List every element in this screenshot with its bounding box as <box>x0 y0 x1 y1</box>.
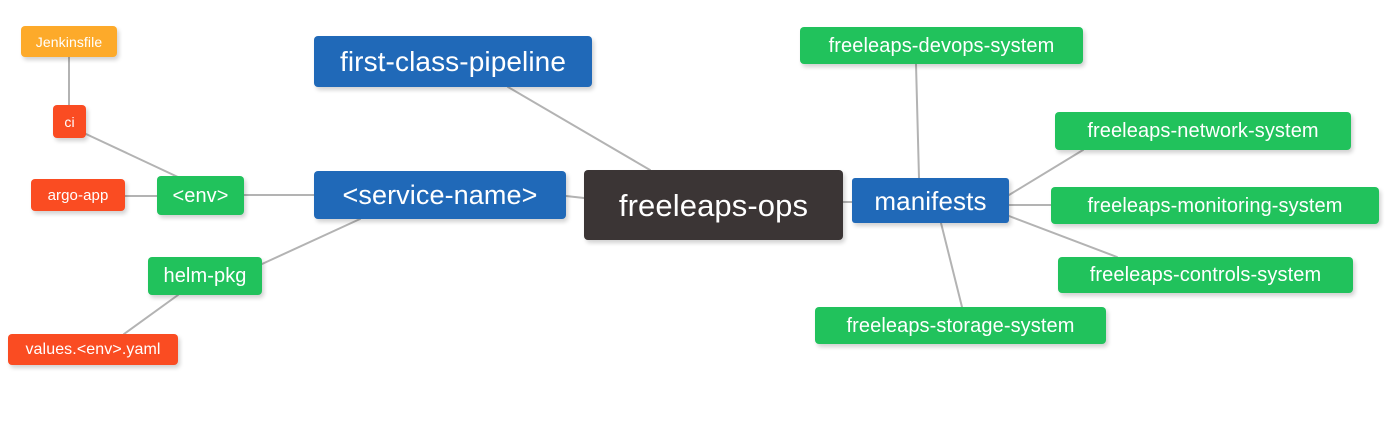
edge-helmpkg-valuesyaml <box>123 294 179 335</box>
mindmap-node-label-freeleaps-storage-system: freeleaps-storage-system <box>846 314 1075 337</box>
mindmap-node-label-freeleaps-controls-system: freeleaps-controls-system <box>1089 264 1322 286</box>
mindmap-node-env[interactable]: <env> <box>157 176 244 215</box>
mindmap-node-label-argo-app: argo-app <box>47 186 109 204</box>
mindmap-node-ci[interactable]: ci <box>53 105 86 138</box>
mindmap-node-argo-app[interactable]: argo-app <box>31 179 125 211</box>
mindmap-node-label-first-class-pipeline: first-class-pipeline <box>339 45 567 77</box>
mindmap-node-freeleaps-network-system[interactable]: freeleaps-network-system <box>1055 112 1351 150</box>
mindmap-node-label-freeleaps-network-system: freeleaps-network-system <box>1087 120 1319 142</box>
edge-manifests-storage <box>940 222 963 308</box>
mindmap-node-freeleaps-ops[interactable]: freeleaps-ops <box>584 170 843 240</box>
edge-servicename-helmpkg <box>261 218 361 265</box>
mindmap-node-jenkinsfile[interactable]: Jenkinsfile <box>21 26 117 57</box>
mindmap-node-label-freeleaps-monitoring-system: freeleaps-monitoring-system <box>1087 194 1343 217</box>
mindmap-node-manifests[interactable]: manifests <box>852 178 1009 223</box>
edge-firstclasspipeline-freeleapsops <box>507 86 651 171</box>
mindmap-node-label-values-yaml: values.<env>.yaml <box>25 340 161 358</box>
mindmap-node-label-ci: ci <box>64 113 75 130</box>
mindmap-node-label-env: <env> <box>172 184 229 207</box>
mindmap-node-label-manifests: manifests <box>874 185 987 216</box>
edge-servicename-freeleapsops <box>565 195 585 199</box>
mindmap-node-values-yaml[interactable]: values.<env>.yaml <box>8 334 178 365</box>
mindmap-node-freeleaps-monitoring-system[interactable]: freeleaps-monitoring-system <box>1051 187 1379 224</box>
mindmap-node-label-freeleaps-devops-system: freeleaps-devops-system <box>828 34 1055 57</box>
mindmap-node-label-service-name: <service-name> <box>342 179 538 210</box>
mindmap-node-first-class-pipeline[interactable]: first-class-pipeline <box>314 36 592 87</box>
mindmap-node-freeleaps-controls-system[interactable]: freeleaps-controls-system <box>1058 257 1353 293</box>
mindmap-node-label-jenkinsfile: Jenkinsfile <box>35 33 103 50</box>
edge-ci-env <box>85 133 181 179</box>
mindmap-node-service-name[interactable]: <service-name> <box>314 171 566 219</box>
mindmap-node-label-helm-pkg: helm-pkg <box>163 265 247 287</box>
edge-manifests-devops <box>915 63 920 179</box>
mindmap-node-helm-pkg[interactable]: helm-pkg <box>148 257 262 295</box>
mindmap-node-freeleaps-devops-system[interactable]: freeleaps-devops-system <box>800 27 1083 64</box>
mindmap-node-freeleaps-storage-system[interactable]: freeleaps-storage-system <box>815 307 1106 344</box>
mindmap-node-label-freeleaps-ops: freeleaps-ops <box>618 187 809 223</box>
